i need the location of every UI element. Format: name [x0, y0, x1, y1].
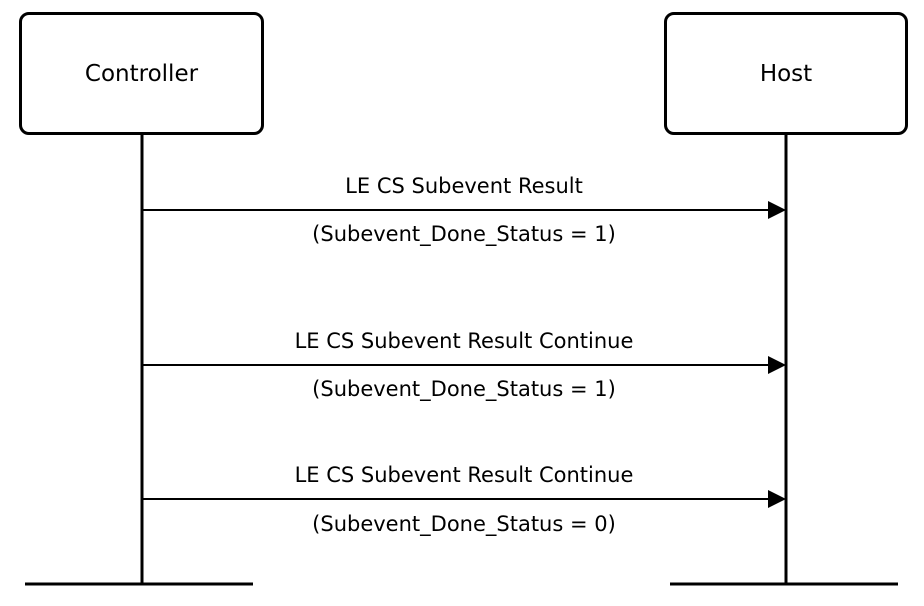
arrowhead-3 — [768, 490, 786, 508]
controller-label: Controller — [84, 60, 199, 87]
message-2-status: (Subevent_Done_Status = 1) — [312, 377, 616, 401]
message-3-label: LE CS Subevent Result Continue — [294, 463, 634, 487]
message-3-status: (Subevent_Done_Status = 0) — [312, 512, 616, 536]
host-label: Host — [759, 60, 813, 87]
message-1-label: LE CS Subevent Result — [345, 174, 583, 198]
message-2-label: LE CS Subevent Result Continue — [294, 329, 634, 353]
message-1-status: (Subevent_Done_Status = 1) — [312, 222, 616, 246]
host-box: Host — [664, 12, 908, 135]
controller-box: Controller — [19, 12, 264, 135]
arrowhead-2 — [768, 356, 786, 374]
arrowhead-1 — [768, 201, 786, 219]
